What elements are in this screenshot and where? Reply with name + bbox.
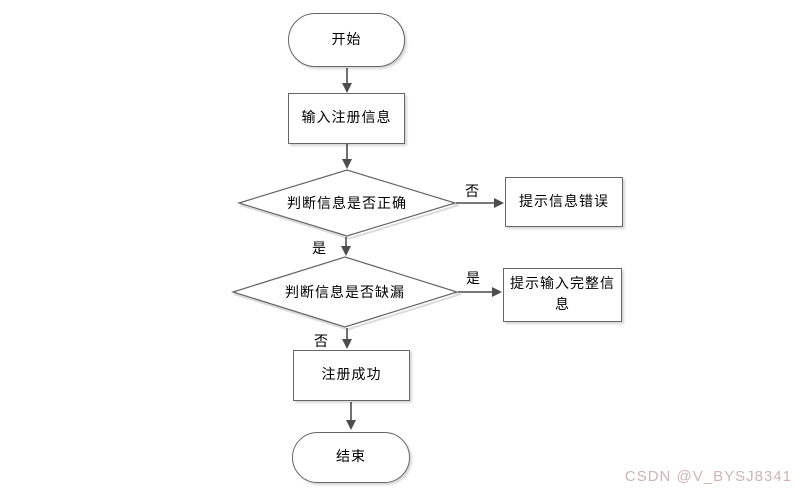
node-label-start: 开始 <box>331 32 362 48</box>
node-label-end: 结束 <box>336 450 366 465</box>
arrow-register-success-to-end <box>346 402 356 430</box>
node-label-error-prompt: 提示信息错误 <box>519 194 609 210</box>
flowchart-node-check-missing-shape <box>230 256 460 328</box>
arrow-check-missing-to-complete-prompt <box>458 287 502 297</box>
arrow-input-to-check-correct <box>342 144 352 169</box>
arrow-start-to-input <box>342 68 352 93</box>
arrow-check-missing-to-register-success <box>342 328 352 349</box>
flowchart-node-check-correct-label: 判断信息是否正确 <box>239 186 455 220</box>
flowchart-node-start: 开始 <box>288 13 405 67</box>
flowchart-node-register-success: 注册成功 <box>293 350 410 401</box>
flowchart-node-error-prompt: 提示信息错误 <box>505 177 623 227</box>
edge-label-missing-no: 否 <box>314 335 328 350</box>
arrow-check-correct-to-check-missing <box>341 237 351 256</box>
csdn-watermark: CSDN @V_BYSJ8341 <box>624 468 792 485</box>
flowchart-node-check-missing-label: 判断信息是否缺漏 <box>233 275 457 309</box>
node-label-complete-prompt: 提示输入完整信息 <box>510 277 615 313</box>
edge-label-correct-yes: 是 <box>312 242 326 257</box>
node-label-input-info: 输入注册信息 <box>301 111 392 126</box>
edge-label-correct-no: 否 <box>465 185 479 200</box>
flowchart-node-check-correct-shape <box>236 169 458 237</box>
node-label-check-missing: 判断信息是否缺漏 <box>285 286 405 301</box>
flowchart-node-end: 结束 <box>292 432 410 483</box>
flowchart-node-input-info: 输入注册信息 <box>288 93 405 144</box>
node-label-check-correct: 判断信息是否正确 <box>287 197 407 212</box>
edge-label-missing-yes: 是 <box>466 272 480 287</box>
flowchart-node-complete-prompt: 提示输入完整信息 <box>503 268 622 322</box>
node-label-register-success: 注册成功 <box>321 368 382 383</box>
arrow-check-correct-to-error-prompt <box>456 198 504 208</box>
